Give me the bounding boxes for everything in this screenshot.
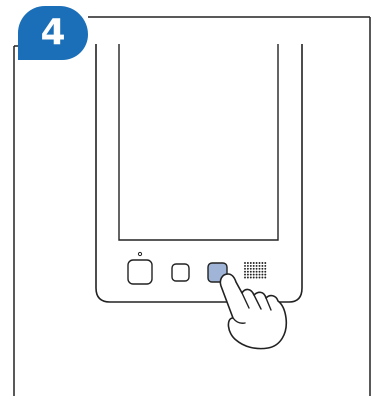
grille-dot [256,271,258,273]
grille-dot [256,265,258,267]
grille-dot [259,268,261,270]
step-number: 4 [40,15,65,51]
grille-dot [244,268,246,270]
grille-dot [244,274,246,276]
grille-dot [244,265,246,267]
grille-dot [244,271,246,273]
speaker-grille-icon [244,262,266,278]
grille-dot [264,274,266,276]
grille-dot [247,277,249,279]
grille-dot [247,262,249,264]
grille-dot [256,277,258,279]
grille-dot [253,274,255,276]
grille-dot [256,268,258,270]
grille-dot [264,268,266,270]
grille-dot [261,274,263,276]
grille-dot [259,271,261,273]
grille-dot [250,274,252,276]
grille-dot [250,268,252,270]
grille-dot [261,262,263,264]
grille-dot [264,271,266,273]
grille-dot [250,277,252,279]
grille-dot [253,265,255,267]
grille-dot [253,262,255,264]
grille-dot [250,265,252,267]
grille-dot [244,262,246,264]
grille-dot [256,274,258,276]
back-button[interactable] [172,264,189,281]
grille-dot [256,262,258,264]
device-body [96,44,302,302]
indicator-dot-icon [138,252,141,255]
grille-dot [264,262,266,264]
home-button[interactable] [128,260,152,284]
grille-dot [247,265,249,267]
grille-dot [253,268,255,270]
hand-outline [220,274,286,349]
grille-dot [264,277,266,279]
grille-dot [261,265,263,267]
device-screen [119,44,278,240]
grille-dot [259,277,261,279]
pointing-hand-icon [220,274,286,349]
grille-dot [253,271,255,273]
grille-dot [244,277,246,279]
grille-dot [250,262,252,264]
grille-dot [261,271,263,273]
grille-dot [250,271,252,273]
grille-dot [264,265,266,267]
grille-dot [247,274,249,276]
grille-dot [261,277,263,279]
grille-dot [261,268,263,270]
grille-dot [259,274,261,276]
grille-dot [247,268,249,270]
grille-dot [259,262,261,264]
grille-dot [253,277,255,279]
grille-dot [247,271,249,273]
grille-dot [259,265,261,267]
step-number-badge: 4 [18,6,88,60]
